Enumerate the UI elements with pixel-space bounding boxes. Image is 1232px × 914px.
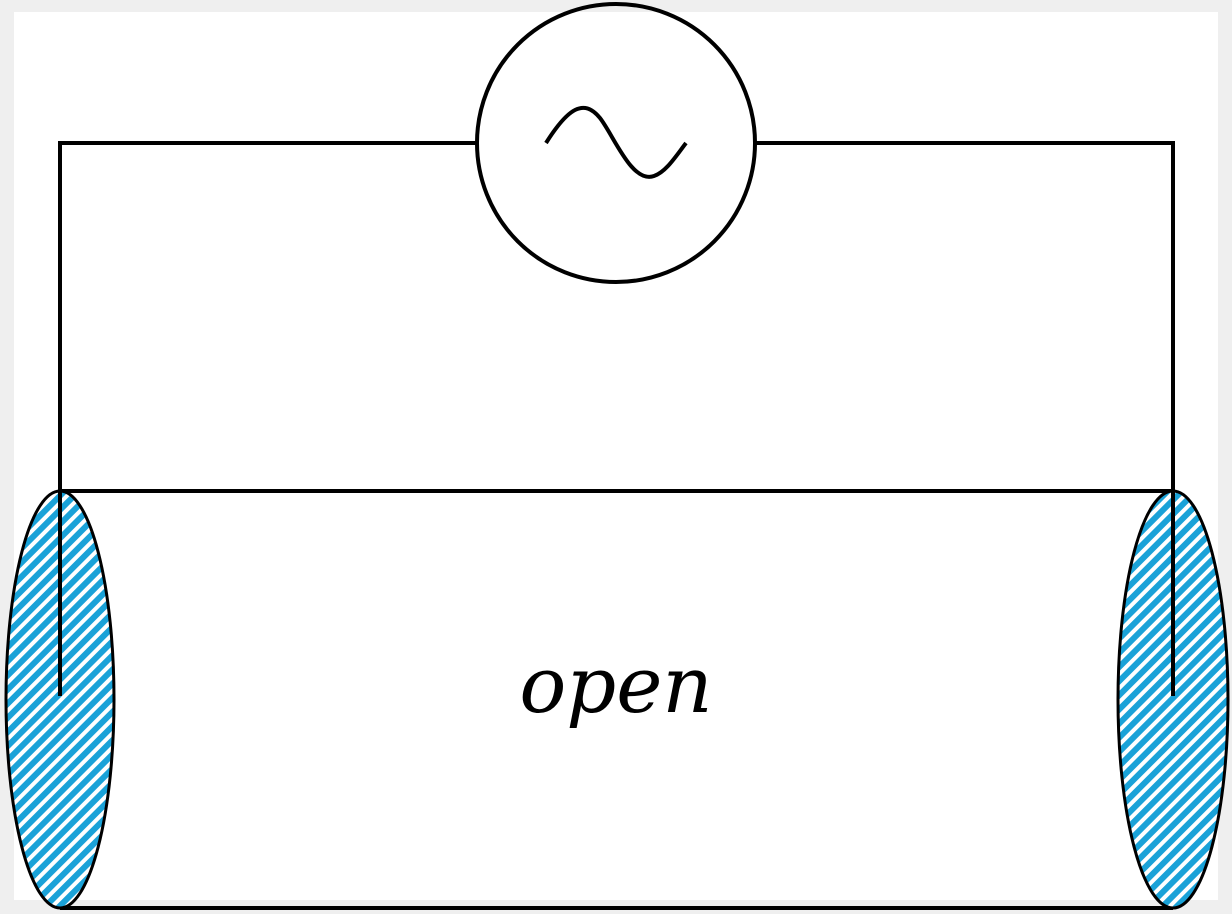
ac-source	[475, 2, 757, 284]
page-background	[14, 12, 1218, 900]
state-label: open	[519, 641, 712, 731]
ac-source-icon	[544, 105, 688, 179]
cylinder	[4, 489, 1230, 910]
ac-source-circle	[475, 2, 757, 284]
